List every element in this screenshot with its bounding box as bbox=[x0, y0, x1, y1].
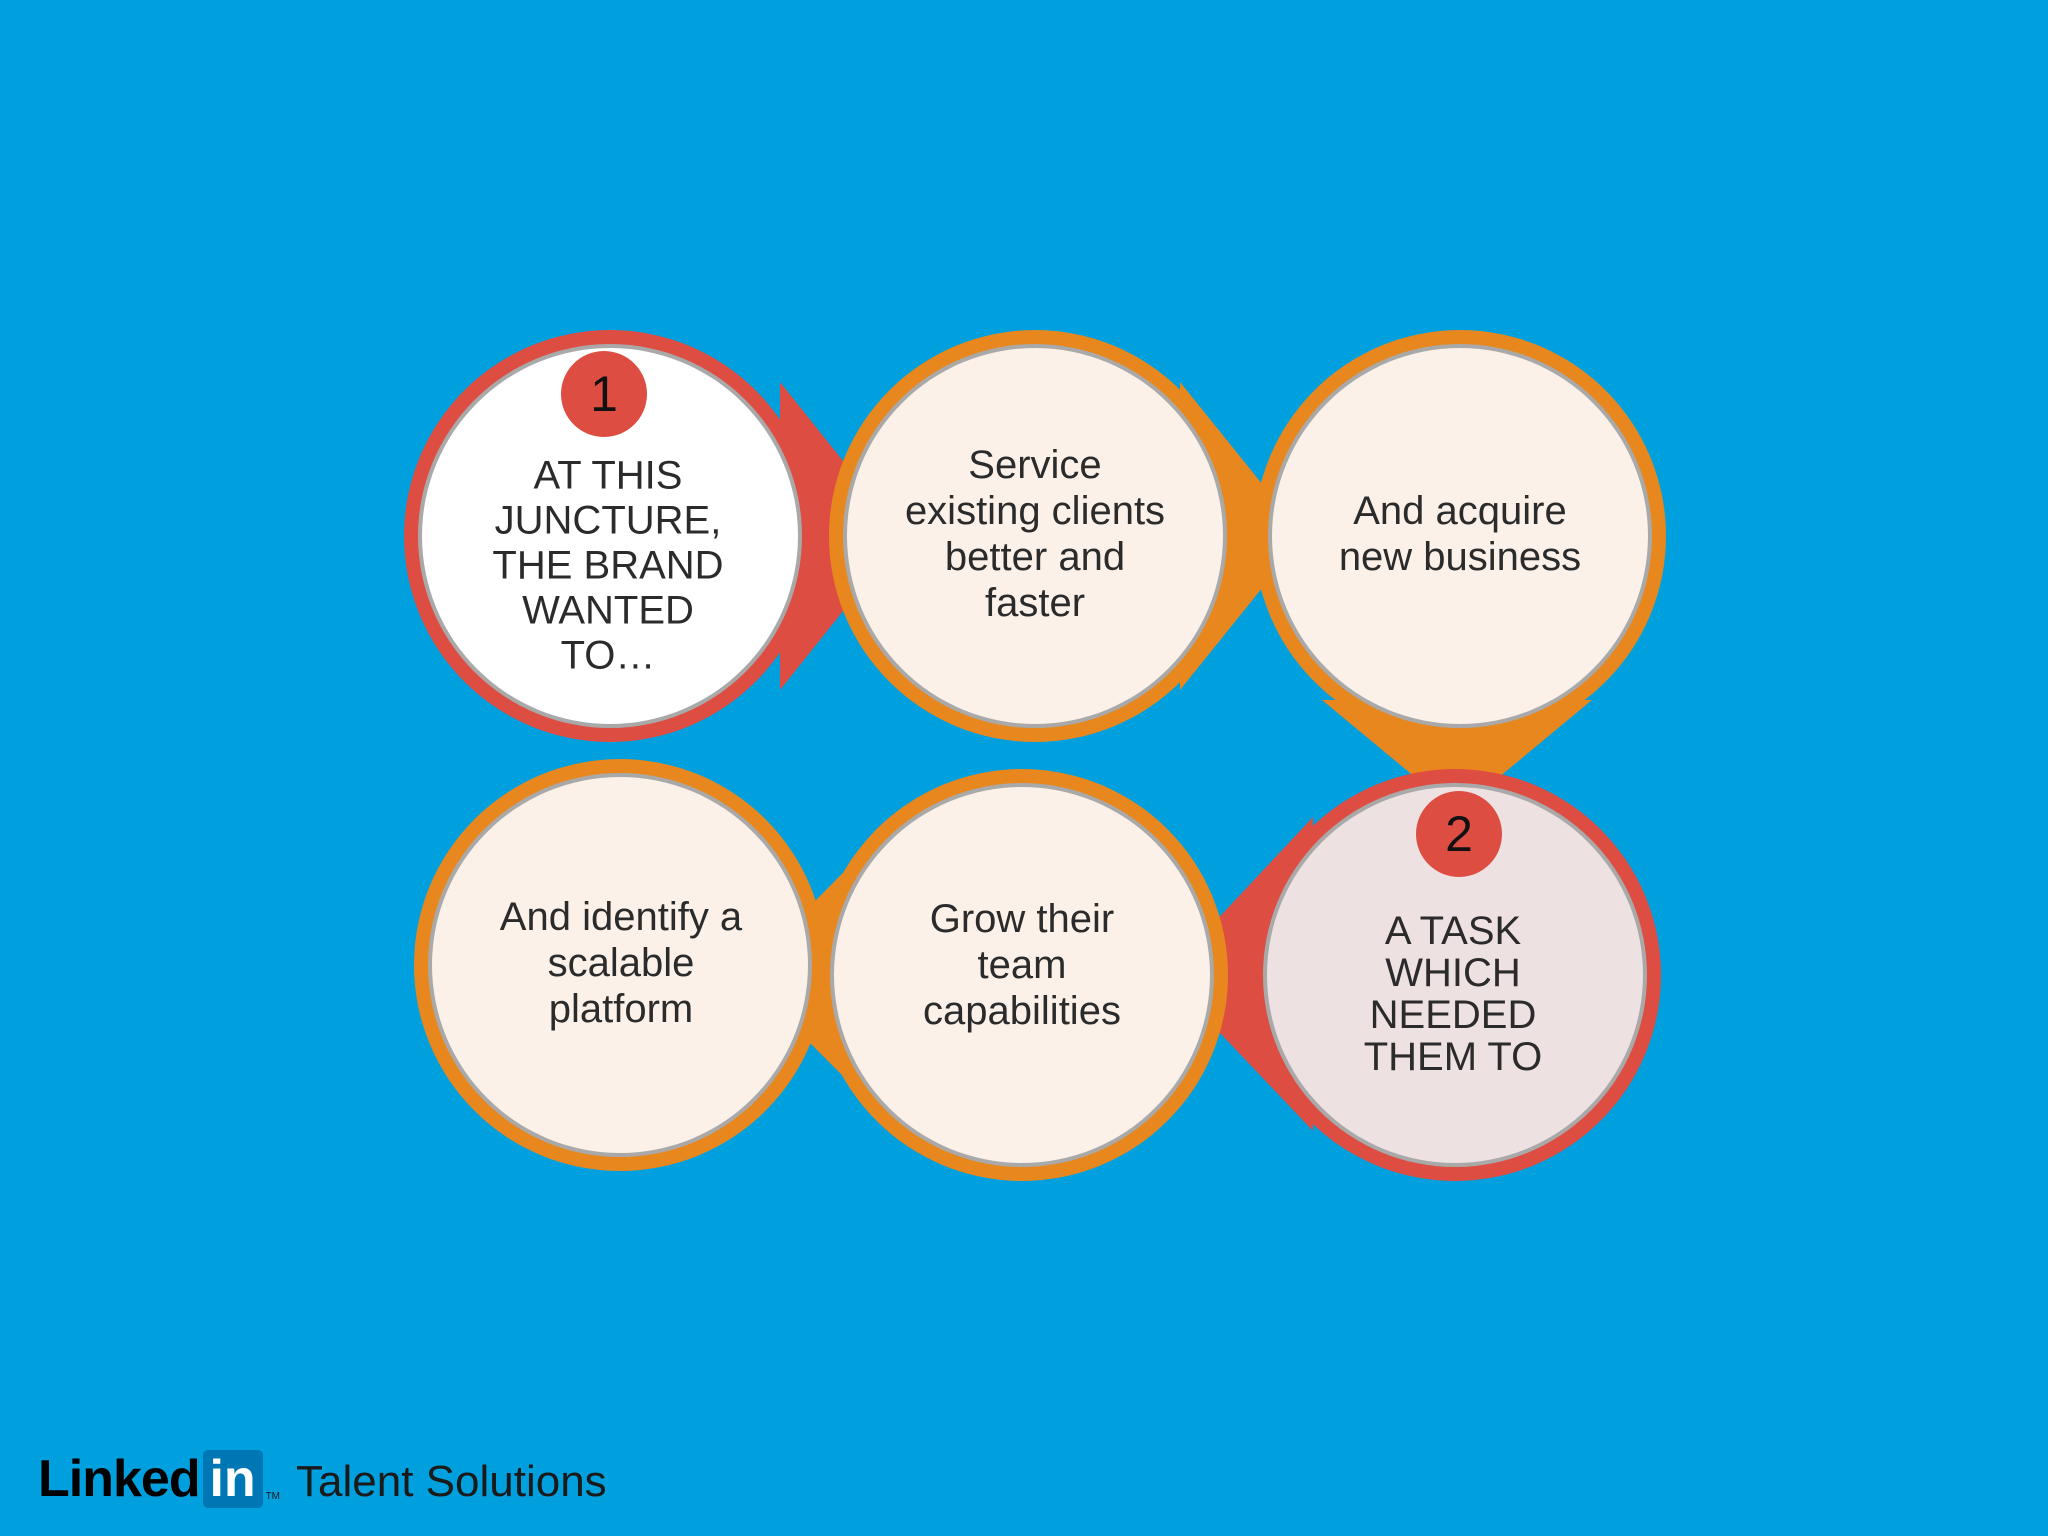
logo-product-name: Talent Solutions bbox=[296, 1457, 607, 1506]
logo-trademark: TM bbox=[265, 1491, 281, 1502]
node-text-acquire-new-business: And acquire new business bbox=[1338, 489, 1582, 579]
step-badge-1: 1 bbox=[561, 351, 647, 437]
node-grow-team-capabilities bbox=[816, 769, 1228, 1181]
node-text-a-task: A TASK WHICH NEEDED THEM TO bbox=[1363, 909, 1543, 1079]
node-face bbox=[847, 348, 1223, 724]
linkedin-talent-solutions-logo: Linked in TM Talent Solutions bbox=[38, 1442, 607, 1508]
node-text-grow-team-capabilities: Grow their team capabilities bbox=[923, 897, 1121, 1033]
node-face bbox=[1267, 787, 1643, 1163]
node-face bbox=[1272, 348, 1648, 724]
logo-wordmark-linked: Linked bbox=[38, 1450, 201, 1508]
node-service-existing-clients bbox=[829, 330, 1241, 742]
node-text-identify-scalable-platform: And identify a scalable platform bbox=[499, 895, 743, 1031]
node-text-service-existing-clients: Service existing clients better and fast… bbox=[904, 443, 1166, 625]
node-a-task bbox=[1249, 769, 1661, 1181]
step-badge-2: 2 bbox=[1416, 791, 1502, 877]
node-face bbox=[432, 777, 808, 1153]
logo-in-box: in bbox=[202, 1450, 263, 1508]
node-acquire-new-business bbox=[1254, 330, 1666, 742]
node-face bbox=[422, 348, 798, 724]
node-identify-scalable-platform bbox=[414, 759, 826, 1171]
node-text-at-this-juncture: AT THIS JUNCTURE, THE BRAND WANTED TO… bbox=[492, 453, 724, 678]
node-face bbox=[834, 787, 1210, 1163]
node-at-this-juncture bbox=[404, 330, 816, 742]
